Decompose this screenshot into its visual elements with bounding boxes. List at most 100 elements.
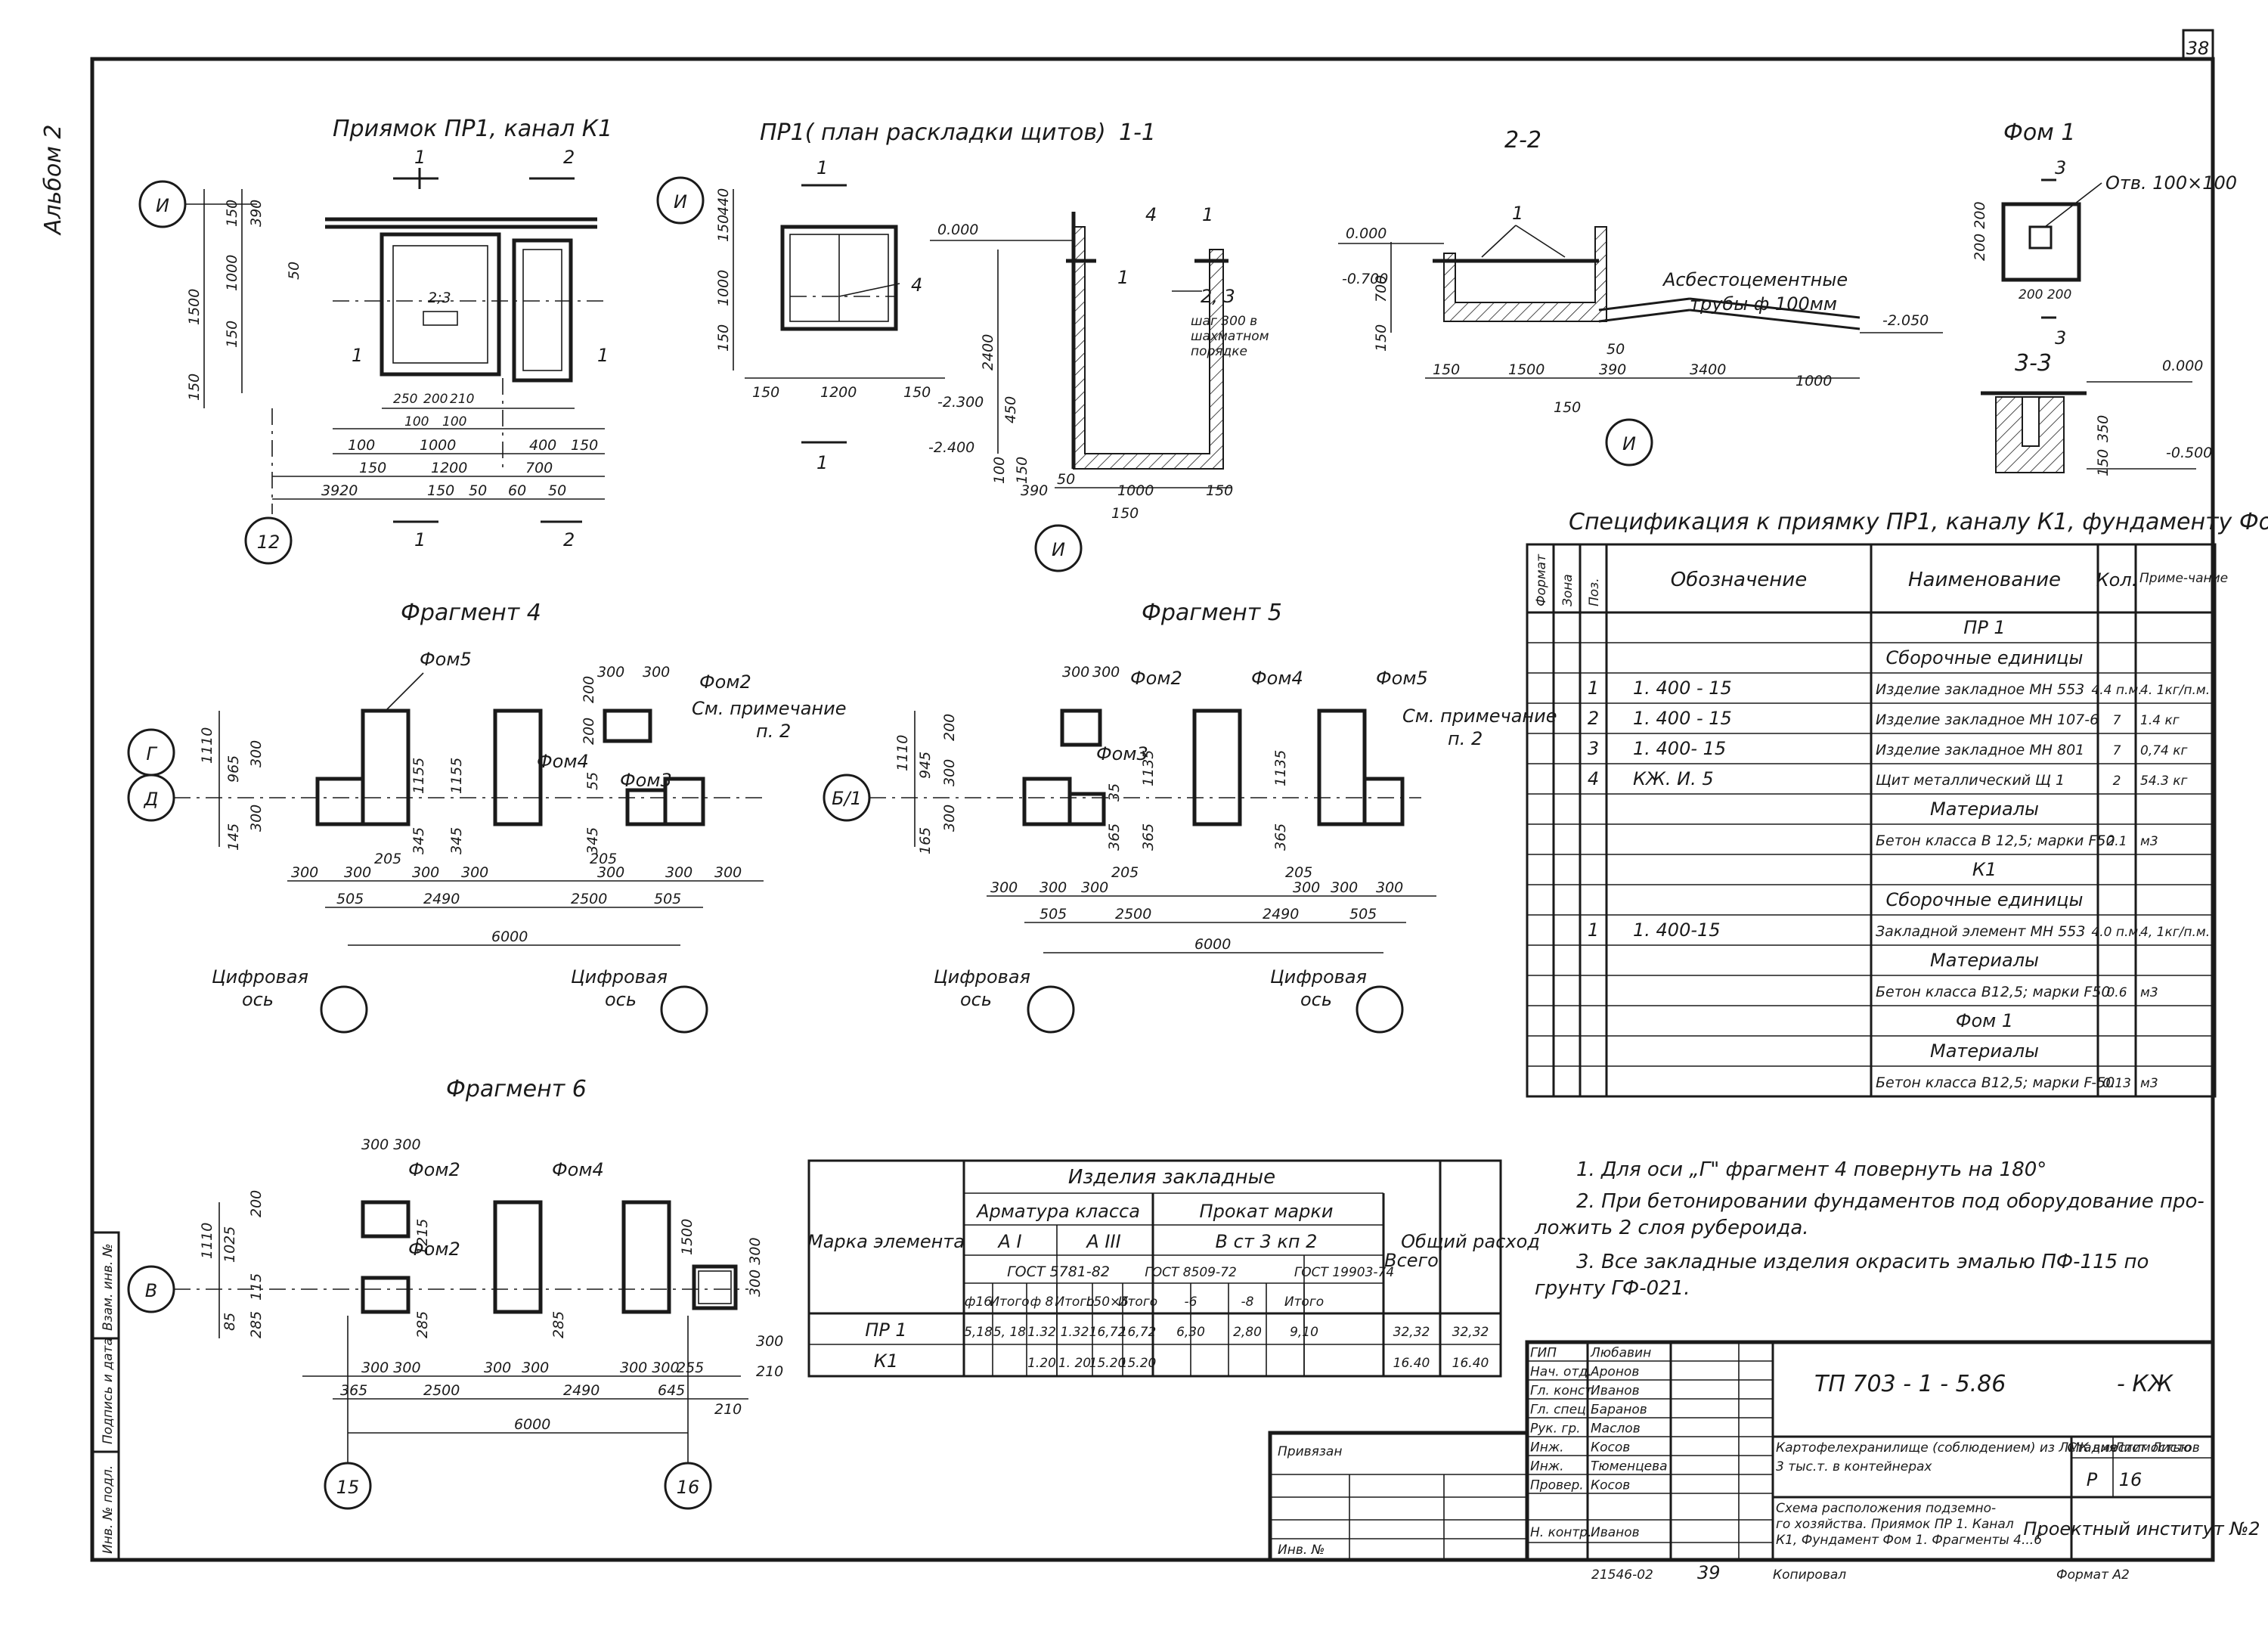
spec-cell-name: Материалы <box>1930 798 2039 820</box>
embed-row-overall: 32,32 <box>1452 1325 1489 1340</box>
embed-h-gost3: ГОСТ 19903-74 <box>1294 1265 1394 1280</box>
spec-cell-name: Изделие закладное МН 801 <box>1876 742 2084 758</box>
sec22-dim-150b: 150 <box>1433 361 1460 378</box>
sec11-pos1b: 1 <box>1117 267 1129 288</box>
frag6-title: Фрагмент 6 <box>446 1076 587 1102</box>
spec-h-qty: Кол. <box>2096 569 2138 591</box>
frag4-fom4: Фом4 <box>537 751 589 772</box>
spec-cell-qty: 4.0 п.м. <box>2091 925 2142 940</box>
frag5-dim-505b: 505 <box>1349 906 1377 922</box>
side-replace-inv: Взам. инв. № <box>101 1244 116 1331</box>
plan-dim-1000: 1000 <box>715 270 732 306</box>
frag4-dim-1110: 1110 <box>199 727 215 764</box>
frag4-dim-145: 145 <box>225 823 242 851</box>
section-11-title: 1-1 <box>1119 119 1156 146</box>
page-number-box <box>2182 29 2214 60</box>
spec-cell-name: Бетон класса В 12,5; марки F50 <box>1876 833 2115 849</box>
fom1-otv: Отв. 100×100 <box>2105 172 2237 194</box>
footer-copied: Копировал <box>1773 1567 1846 1583</box>
frag6-dim-645: 645 <box>658 1382 685 1399</box>
sec11-pos4: 4 <box>1145 204 1157 225</box>
spec-cell-note: 54.3 кг <box>2140 774 2188 789</box>
stamp-name: Любавин <box>1590 1346 1651 1361</box>
stamp-role: Гл. спец. <box>1530 1403 1590 1418</box>
frag5-see-note-2: п. 2 <box>1448 728 1483 749</box>
embed-row-value: 15.20 <box>1089 1356 1126 1371</box>
frag5-digit-axis-1a: Цифровая <box>934 966 1030 988</box>
sec11-level-2400: -2.400 <box>928 439 974 456</box>
fom1-sec3b: 3 <box>2055 327 2066 349</box>
sec11-dim-390: 390 <box>1021 482 1048 499</box>
dim-pr1-h250: 250 <box>393 392 417 407</box>
frag5-dim-300h: 300 <box>1293 879 1320 896</box>
sec11-dim-450: 450 <box>1002 396 1019 423</box>
frag5-dim-300c: 300 <box>1062 664 1089 681</box>
frag5-axis-bubble-left <box>1027 985 1075 1034</box>
spec-cell-qty: 0.6 <box>2106 985 2127 1000</box>
spec-cell-note: 4, 1кг/п.м. <box>2140 925 2210 940</box>
stamp-name: Аронов <box>1590 1365 1639 1380</box>
frag6-dim-300300b: 300 300 <box>747 1237 764 1297</box>
stamp-name: Иванов <box>1591 1384 1640 1399</box>
view-pr1-title: Приямок ПР1, канал К1 <box>333 116 612 142</box>
frag6-dim-1500: 1500 <box>679 1219 696 1255</box>
embed-h-mark: Марка элемента <box>807 1231 965 1252</box>
spec-cell-qty: 4.4 п.м. <box>2091 683 2142 698</box>
sec11-dim-100: 100 <box>991 457 1008 484</box>
frag6-dim-1215: 1215 <box>414 1219 431 1255</box>
dim-pr1-v390: 390 <box>248 200 265 227</box>
section-mark-2: 2 <box>563 147 575 168</box>
frag4-dim-2500: 2500 <box>571 891 607 907</box>
dim-pr1-h200: 200 <box>423 392 448 407</box>
frag5-dim-300e: 300 <box>990 879 1018 896</box>
embed-sub-header: Итого <box>1055 1294 1094 1310</box>
frag6-dim-300a: 300 <box>756 1333 783 1350</box>
spec-cell-qty: 2.1 <box>2106 834 2127 849</box>
sec22-dim-50: 50 <box>1606 341 1625 358</box>
frag4-see-note-2: п. 2 <box>756 721 791 742</box>
sec11-dim-150b: 150 <box>1206 482 1233 499</box>
note-3b: грунту ГФ-021. <box>1535 1277 1690 1300</box>
sec11-level-2300: -2.300 <box>937 394 984 411</box>
spec-cell-name: Сборочные единицы <box>1886 889 2084 910</box>
sec11-level-000: 0.000 <box>937 222 978 238</box>
bound-inv: Инв. № <box>1278 1543 1325 1558</box>
frag6-dim-300300c: 300 300 <box>361 1360 421 1376</box>
embed-sub-header: ф16 <box>965 1294 992 1310</box>
bound-label: Привязан <box>1278 1444 1342 1459</box>
frag5-axis-bubble-right <box>1356 985 1404 1034</box>
stamp-object-2: 3 тыс.т. в контейнерах <box>1776 1459 1932 1474</box>
side-sign-date: Подпись и дата <box>101 1338 116 1444</box>
footer-format: Формат А2 <box>2056 1567 2130 1583</box>
frag5-dim-2490: 2490 <box>1263 906 1299 922</box>
view-pr1-pos1b: 1 <box>597 345 609 366</box>
view-pr1-plan: ПР1( план раскладки щитов) И 1 4 440 150… <box>656 119 1106 473</box>
dim-pr1-h150: 150 <box>571 437 598 454</box>
sec22-asbest-1: Асбестоцементные <box>1662 269 1848 290</box>
note-3a: 3. Все закладные изделия окрасить эмалью… <box>1576 1251 2149 1273</box>
album-label: Альбом 2 <box>40 125 67 237</box>
view-section-11: 1-1 4 1 1 2, 3 шаг 300 в шахматном поряд… <box>928 119 1269 572</box>
general-notes: 1. Для оси „Г" фрагмент 4 повернуть на 1… <box>1534 1158 2204 1300</box>
embed-row-value: 5,18 <box>964 1325 993 1340</box>
view-pr1-k1: Приямок ПР1, канал К1 1 2 И 2;3 1 1 150 … <box>138 116 612 565</box>
sec11-step-note-3: порядке <box>1191 344 1247 359</box>
spec-cell-name: Изделие закладное МН 553 <box>1876 681 2084 698</box>
frag4-dim-300i: 300 <box>597 864 624 881</box>
dim-pr1-v150b: 150 <box>224 321 240 348</box>
frag4-title: Фрагмент 4 <box>401 600 541 626</box>
embed-row-total: 32,32 <box>1393 1325 1430 1340</box>
spec-title: Спецификация к приямку ПР1, каналу К1, ф… <box>1569 509 2268 535</box>
stamp-h-sheets: Листов <box>2151 1440 2200 1456</box>
spec-cell-name: ПР 1 <box>1963 617 2005 638</box>
sec22-dim-150c: 150 <box>1554 399 1581 416</box>
frag6-dim-285c: 285 <box>550 1311 567 1338</box>
sec22-level-2050: -2.050 <box>1882 312 1929 329</box>
view-fragment-6: Фрагмент 6 В Фом2 Фом2 Фом4 300 300 1110… <box>127 1076 783 1510</box>
stamp-suffix: - КЖ <box>2117 1371 2174 1397</box>
section-mark-1: 1 <box>414 147 426 168</box>
frag5-dim-35: 35 <box>1106 783 1123 801</box>
plan-dim-150b: 150 <box>715 324 732 352</box>
frag5-dim-365c: 365 <box>1272 823 1289 851</box>
